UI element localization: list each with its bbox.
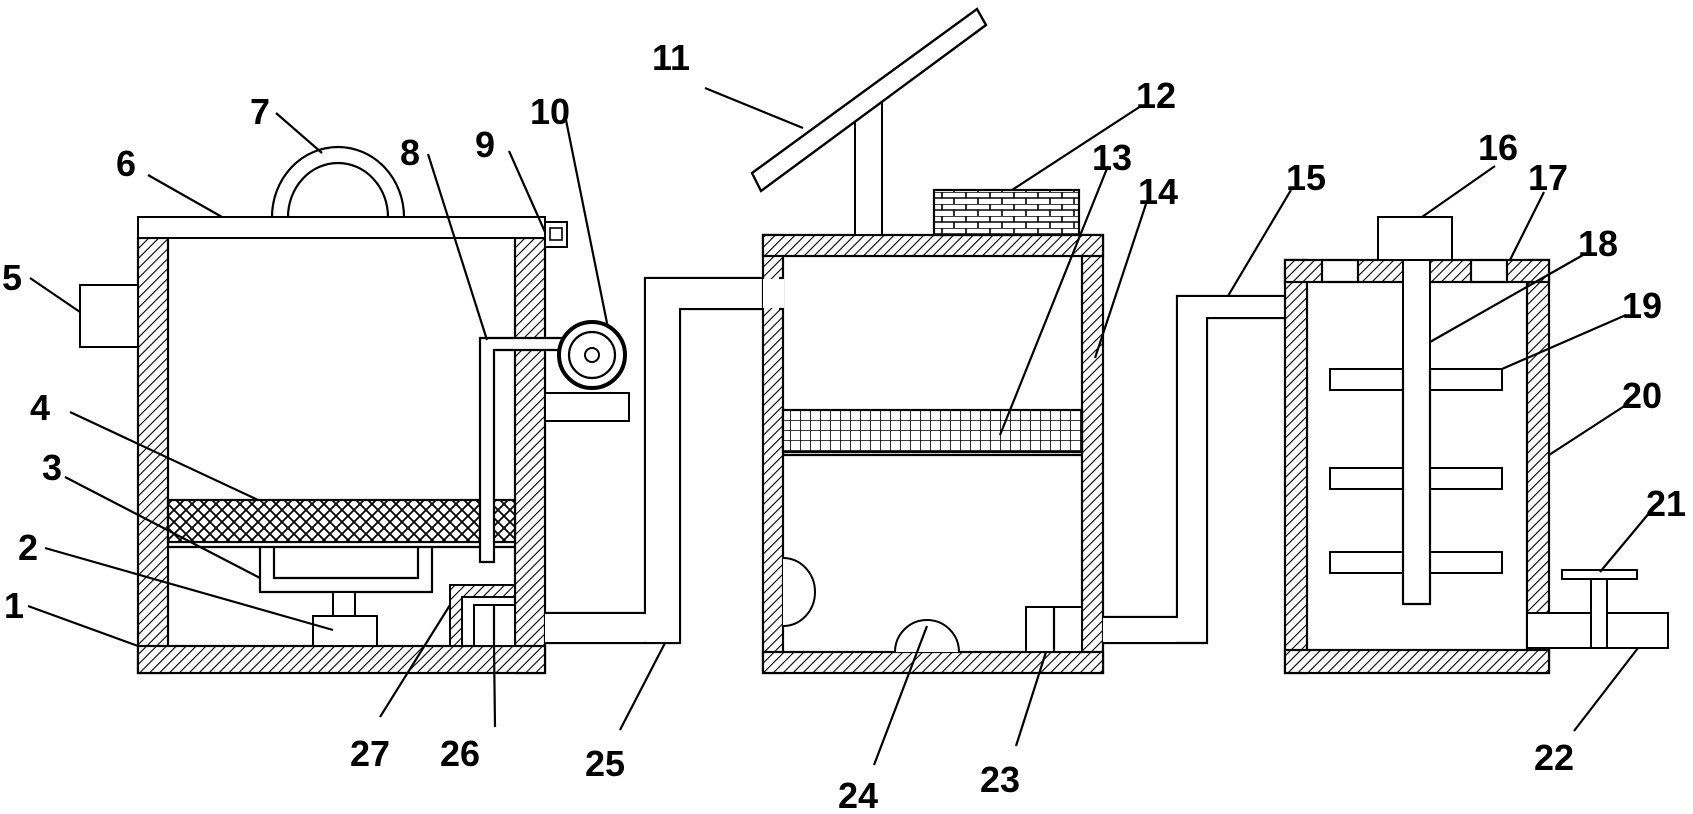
label-18: 18 xyxy=(1578,223,1618,264)
base-block xyxy=(312,615,378,647)
label-25: 25 xyxy=(585,743,625,784)
right-tank-wall-bottom xyxy=(1283,648,1551,675)
aerator xyxy=(894,619,960,653)
label-24: 24 xyxy=(838,775,878,814)
handle xyxy=(270,145,406,218)
valve-stem xyxy=(1590,577,1608,649)
motor-bracket xyxy=(544,392,630,422)
right-tank-top-right xyxy=(1505,258,1551,284)
label-7: 7 xyxy=(250,91,270,132)
solar-panel xyxy=(750,7,988,193)
middle-tank-wall-bottom xyxy=(761,650,1105,675)
right-tank xyxy=(1283,216,1669,675)
middle-tank-wall-right xyxy=(1080,233,1105,675)
label-2: 2 xyxy=(18,527,38,568)
label-27: 27 xyxy=(350,733,390,774)
left-tank-wall-bottom xyxy=(136,644,547,675)
right-tank-wall-right xyxy=(1525,258,1551,675)
support-post xyxy=(332,591,356,617)
label-6: 6 xyxy=(116,143,136,184)
lid xyxy=(137,216,546,239)
side-aerator xyxy=(782,557,816,627)
label-19: 19 xyxy=(1622,285,1662,326)
label-14: 14 xyxy=(1138,171,1178,212)
label-10: 10 xyxy=(530,91,570,132)
right-tank-wall-left xyxy=(1283,258,1309,675)
label-23: 23 xyxy=(980,759,1020,800)
label-11: 11 xyxy=(652,37,690,78)
label-21: 21 xyxy=(1646,483,1686,524)
label-13: 13 xyxy=(1092,137,1132,178)
pump-cover xyxy=(449,584,516,647)
label-9: 9 xyxy=(475,124,495,165)
label-8: 8 xyxy=(400,132,420,173)
solar-pole xyxy=(854,97,883,236)
label-26: 26 xyxy=(440,733,480,774)
label-17: 17 xyxy=(1528,157,1568,198)
part-labels: 1 2 3 4 5 6 7 8 9 10 11 12 13 14 15 16 1… xyxy=(2,37,1686,814)
label-16: 16 xyxy=(1478,127,1518,168)
leader-lines xyxy=(27,86,1651,766)
right-tank-top-left xyxy=(1283,258,1324,284)
vent-cover xyxy=(932,188,1081,237)
label-5: 5 xyxy=(2,257,22,298)
label-12: 12 xyxy=(1136,75,1176,116)
left-tank xyxy=(79,145,630,675)
middle-tank xyxy=(750,7,1105,675)
filter-screen xyxy=(166,498,517,544)
label-4: 4 xyxy=(30,387,50,428)
inlet-pipe xyxy=(79,284,139,348)
left-tank-wall-right xyxy=(513,236,547,675)
valve-handle xyxy=(1561,569,1638,580)
collector xyxy=(258,547,434,594)
label-20: 20 xyxy=(1622,375,1662,416)
label-1: 1 xyxy=(4,585,24,626)
label-22: 22 xyxy=(1534,737,1574,778)
filter-layer xyxy=(781,408,1084,454)
label-3: 3 xyxy=(42,447,62,488)
middle-tank-wall-top xyxy=(761,233,1105,258)
stirrer-motor xyxy=(1377,216,1453,261)
label-15: 15 xyxy=(1286,157,1326,198)
